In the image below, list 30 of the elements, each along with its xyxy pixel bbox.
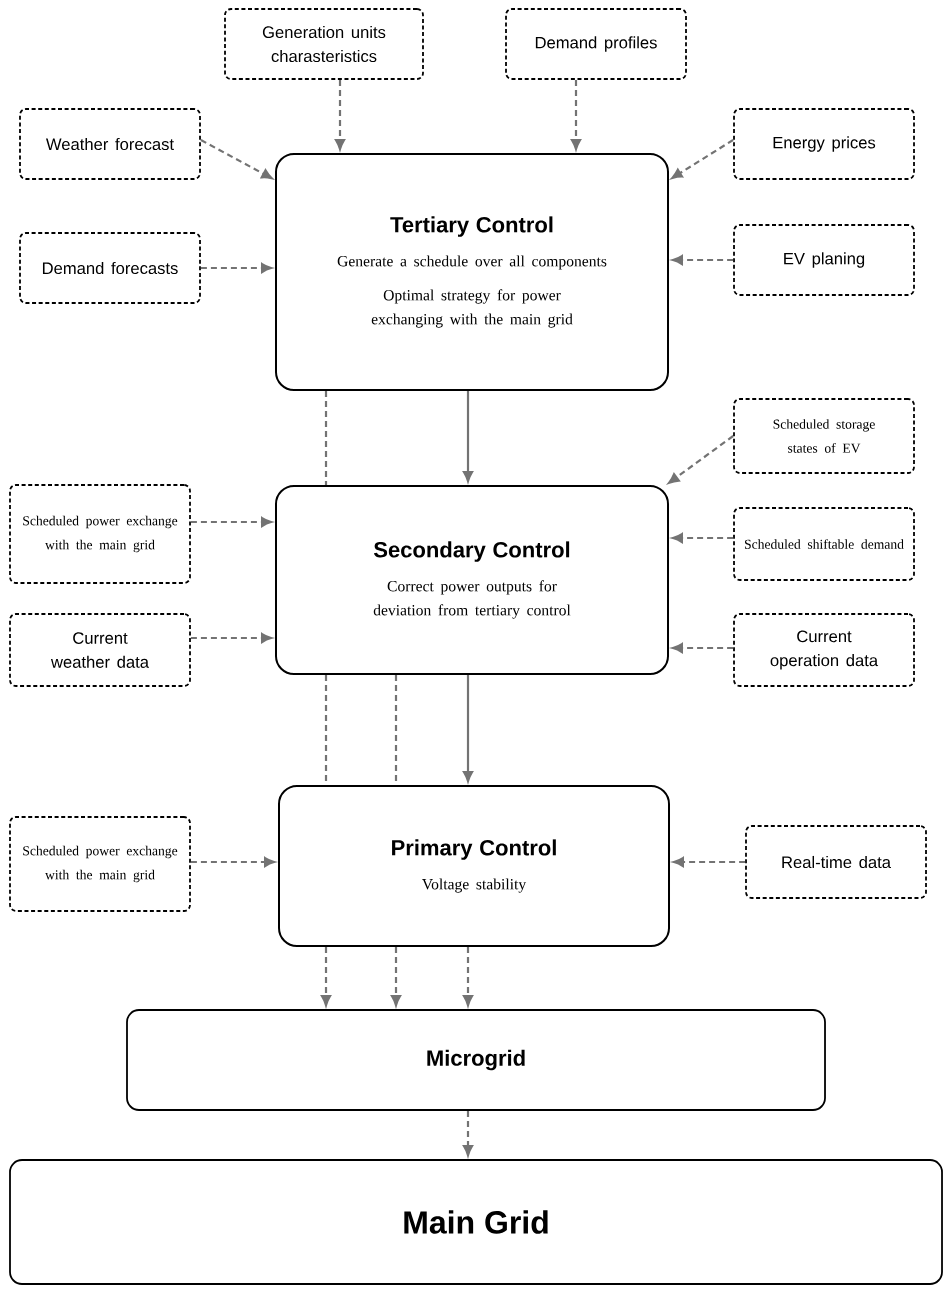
input-box: EV planing	[733, 224, 915, 296]
input-box: Weather forecast	[19, 108, 201, 180]
arrow	[462, 1110, 474, 1157]
input-box: Demand forecasts	[19, 232, 201, 304]
grid-box: Main Grid	[9, 1159, 943, 1285]
arrow	[671, 254, 734, 266]
input-box: Demand profiles	[505, 8, 687, 80]
arrow	[190, 632, 273, 644]
arrow	[462, 947, 474, 1007]
arrow	[671, 642, 734, 654]
arrow	[390, 947, 402, 1007]
arrow	[334, 79, 346, 151]
input-box: Energy prices	[733, 108, 915, 180]
arrow	[320, 947, 332, 1007]
arrow	[200, 262, 273, 274]
grid-box: Microgrid	[126, 1009, 826, 1111]
input-box: Real-time data	[745, 825, 927, 899]
arrow	[462, 675, 474, 783]
input-box: Generation units charasteristics	[224, 8, 424, 80]
arrow	[190, 516, 273, 528]
arrow	[672, 856, 746, 868]
arrow	[671, 139, 734, 179]
arrow	[570, 79, 582, 151]
input-box: Current weather data	[9, 613, 191, 687]
arrow	[462, 391, 474, 483]
arrow	[190, 856, 276, 868]
arrow	[200, 139, 273, 180]
arrow	[668, 435, 734, 484]
input-box: Current operation data	[733, 613, 915, 687]
arrow	[671, 532, 734, 544]
